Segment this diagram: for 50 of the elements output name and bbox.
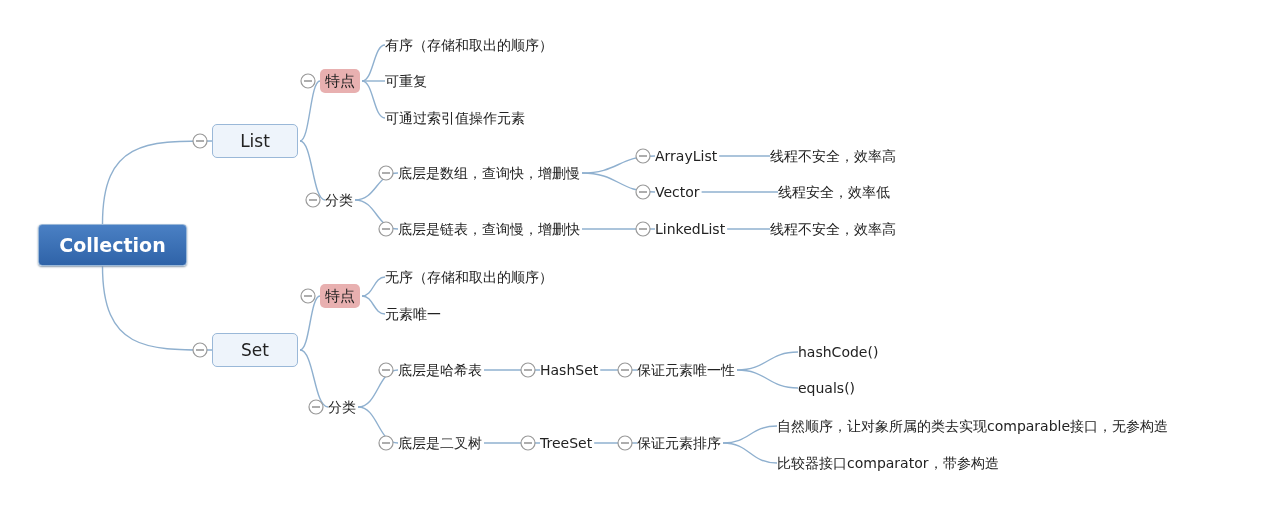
topic-text: 分类: [328, 398, 356, 416]
connector-line: [361, 80, 386, 119]
topic-text: Vector: [655, 183, 700, 201]
tag-label: 特点: [320, 69, 360, 93]
connector-line: [361, 80, 386, 82]
connector-line: [299, 295, 321, 351]
topic-text: 底层是数组，查询快，增删慢: [398, 164, 580, 182]
topic-text: TreeSet: [540, 434, 593, 452]
topic-text: 分类: [325, 191, 353, 209]
connector-line: [736, 369, 799, 389]
connector-line: [722, 442, 778, 464]
topic-text: 保证元素排序: [637, 434, 721, 452]
topic-text: 有序（存储和取出的顺序）: [385, 36, 553, 54]
connector-line: [357, 406, 399, 444]
root-topic-box: Collection: [38, 224, 187, 266]
topic-text: LinkedList: [655, 220, 726, 238]
topic-box: List: [212, 124, 298, 158]
connector-line: [361, 44, 386, 82]
connector-line: [357, 369, 399, 408]
tag-label: 特点: [320, 284, 360, 308]
topic-box: Set: [212, 333, 298, 367]
topic-text: 线程安全，效率低: [778, 183, 890, 201]
connector-line: [361, 276, 386, 297]
topic-text: hashCode(): [798, 343, 879, 361]
topic-text: HashSet: [540, 361, 599, 379]
connector-line: [718, 155, 771, 157]
connector-line: [299, 349, 329, 408]
connector-line: [726, 228, 771, 230]
topic-text: 底层是二叉树: [398, 434, 482, 452]
connector-line: [581, 172, 656, 193]
connector-line: [354, 199, 399, 230]
topic-text: ArrayList: [655, 147, 718, 165]
topic-text: 无序（存储和取出的顺序）: [385, 268, 553, 286]
topic-text: 底层是哈希表: [398, 361, 482, 379]
topic-text: 保证元素唯一性: [637, 361, 735, 379]
topic-text: 可通过索引值操作元素: [385, 109, 525, 127]
topic-text: 线程不安全，效率高: [770, 220, 896, 238]
topic-text: equals(): [798, 379, 856, 397]
connector-line: [299, 80, 321, 142]
connector-line: [700, 191, 779, 193]
connector-line: [101, 140, 213, 225]
topic-text: 自然顺序，让对象所属的类去实现comparable接口，无参构造: [777, 417, 1169, 435]
connector-line: [101, 265, 213, 351]
topic-text: 线程不安全，效率高: [770, 147, 896, 165]
topic-text: 底层是链表，查询慢，增删快: [398, 220, 580, 238]
topic-text: 元素唯一: [385, 305, 441, 323]
topic-text: 比较器接口comparator，带参构造: [777, 454, 999, 472]
connector-line: [299, 140, 326, 201]
connector-line: [361, 295, 386, 315]
topic-text: 可重复: [385, 72, 427, 90]
